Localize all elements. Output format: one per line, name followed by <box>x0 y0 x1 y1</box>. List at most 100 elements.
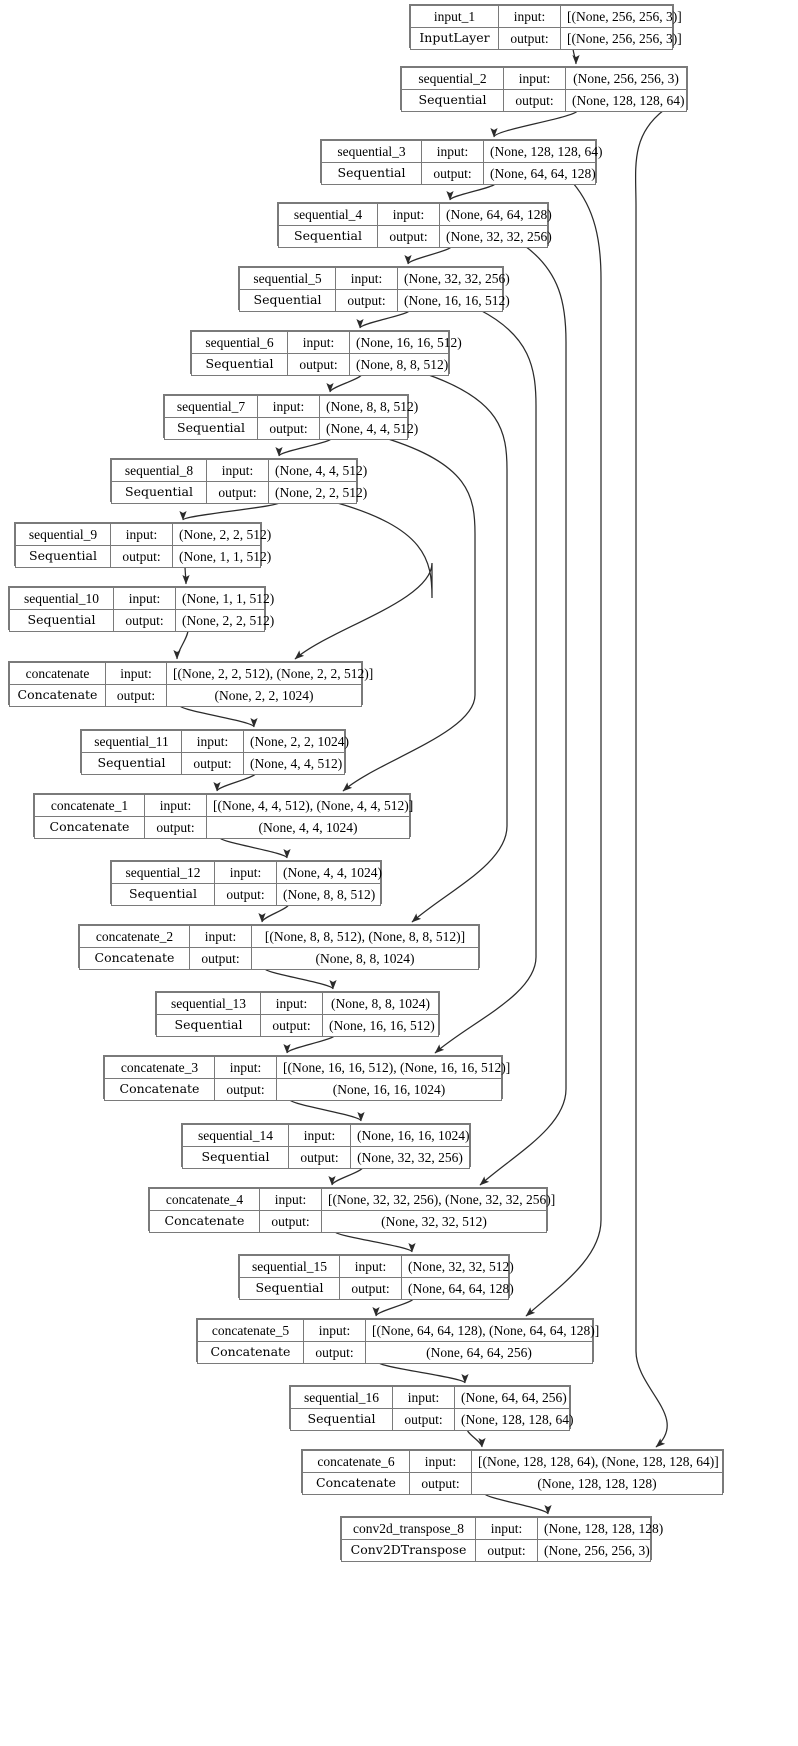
node-class: Sequential <box>191 353 288 376</box>
edge-sequential_5-to-sequential_6 <box>356 309 411 329</box>
edge-concatenate_3-to-sequential_14 <box>288 1098 365 1122</box>
node-name: concatenate_5 <box>197 1319 304 1342</box>
node-name: sequential_16 <box>290 1386 393 1409</box>
node-output-label: output: <box>475 1539 538 1562</box>
node-input-shape: (None, 8, 8, 512) <box>319 395 418 418</box>
node-output-label: output: <box>339 1277 402 1300</box>
edge-sequential_3-to-sequential_4 <box>446 182 497 201</box>
edge-sequential_15-to-concatenate_5 <box>372 1297 415 1317</box>
node-output-shape: (None, 128, 128, 128) <box>471 1472 723 1495</box>
edge-sequential_4-to-sequential_5 <box>404 245 453 265</box>
node-output-label: output: <box>287 353 350 376</box>
node-class: Sequential <box>164 417 258 440</box>
node-input-shape: (None, 16, 16, 512) <box>349 331 462 354</box>
node-input-shape: [(None, 2, 2, 512), (None, 2, 2, 512)] <box>166 662 373 685</box>
skip-edge-sequential_4-to-concatenate_4 <box>479 245 567 1186</box>
node-name: sequential_2 <box>401 67 504 90</box>
node-input-shape: (None, 256, 256, 3) <box>565 67 687 90</box>
node-output-shape: (None, 32, 32, 256) <box>439 225 552 248</box>
node-input-shape: [(None, 16, 16, 512), (None, 16, 16, 512… <box>276 1056 510 1079</box>
node-output-label: output: <box>421 162 484 185</box>
node-input-label: input: <box>105 662 167 685</box>
node-output-label: output: <box>144 816 207 839</box>
edge-sequential_9-to-sequential_10 <box>182 565 190 585</box>
node-output-label: output: <box>113 609 176 632</box>
node-output-label: output: <box>335 289 398 312</box>
node-class: Sequential <box>290 1408 393 1431</box>
skip-edge-sequential_8-to-concatenate <box>294 501 433 660</box>
node-input-label: input: <box>409 1450 472 1473</box>
node-output-shape: (None, 256, 256, 3) <box>537 1539 651 1562</box>
node-class: Sequential <box>278 225 378 248</box>
node-class: Concatenate <box>104 1078 215 1101</box>
node-name: sequential_3 <box>321 140 422 163</box>
node-input-shape: (None, 128, 128, 128) <box>537 1517 663 1540</box>
node-output-label: output: <box>105 684 167 707</box>
node-output-shape: (None, 4, 4, 512) <box>243 752 345 775</box>
skip-edge-sequential_7-to-concatenate_1 <box>342 437 476 792</box>
node-input-shape: (None, 32, 32, 512) <box>401 1255 514 1278</box>
node-name: sequential_4 <box>278 203 378 226</box>
node-class: Sequential <box>9 609 114 632</box>
node-input-shape: (None, 1, 1, 512) <box>175 587 274 610</box>
node-class: InputLayer <box>410 27 499 50</box>
node-output-label: output: <box>181 752 244 775</box>
node-input-label: input: <box>260 992 323 1015</box>
node-input-shape: (None, 16, 16, 1024) <box>350 1124 470 1147</box>
node-output-shape: (None, 4, 4, 1024) <box>206 816 410 839</box>
skip-edge-sequential_5-to-concatenate_3 <box>434 309 537 1054</box>
node-output-shape: (None, 128, 128, 64) <box>565 89 687 112</box>
skip-edge-sequential_3-to-concatenate_5 <box>525 182 602 1317</box>
node-output-shape: (None, 16, 16, 512) <box>322 1014 439 1037</box>
node-input-label: input: <box>303 1319 366 1342</box>
node-input-label: input: <box>110 523 173 546</box>
edge-concatenate_2-to-sequential_13 <box>263 967 337 990</box>
node-class: Concatenate <box>34 816 145 839</box>
node-output-label: output: <box>214 1078 277 1101</box>
node-name: concatenate_4 <box>149 1188 260 1211</box>
edge-sequential_13-to-concatenate_3 <box>283 1034 336 1054</box>
node-name: sequential_14 <box>182 1124 289 1147</box>
node-class: Sequential <box>401 89 504 112</box>
edge-sequential_12-to-concatenate_2 <box>258 903 290 923</box>
node-input-shape: (None, 2, 2, 1024) <box>243 730 349 753</box>
node-name: concatenate_6 <box>302 1450 410 1473</box>
node-output-label: output: <box>392 1408 455 1431</box>
node-output-shape: (None, 128, 128, 64) <box>454 1408 573 1431</box>
skip-edge-sequential_6-to-concatenate_2 <box>411 373 508 923</box>
node-class: Concatenate <box>79 947 190 970</box>
node-input-label: input: <box>214 1056 277 1079</box>
node-input-label: input: <box>498 5 561 28</box>
node-output-shape: (None, 8, 8, 512) <box>276 883 381 906</box>
node-output-shape: [(None, 256, 256, 3)] <box>560 27 682 50</box>
node-output-label: output: <box>409 1472 472 1495</box>
node-input-shape: (None, 32, 32, 256) <box>397 267 510 290</box>
node-output-label: output: <box>257 417 320 440</box>
node-output-label: output: <box>110 545 173 568</box>
node-class: Sequential <box>239 1277 340 1300</box>
